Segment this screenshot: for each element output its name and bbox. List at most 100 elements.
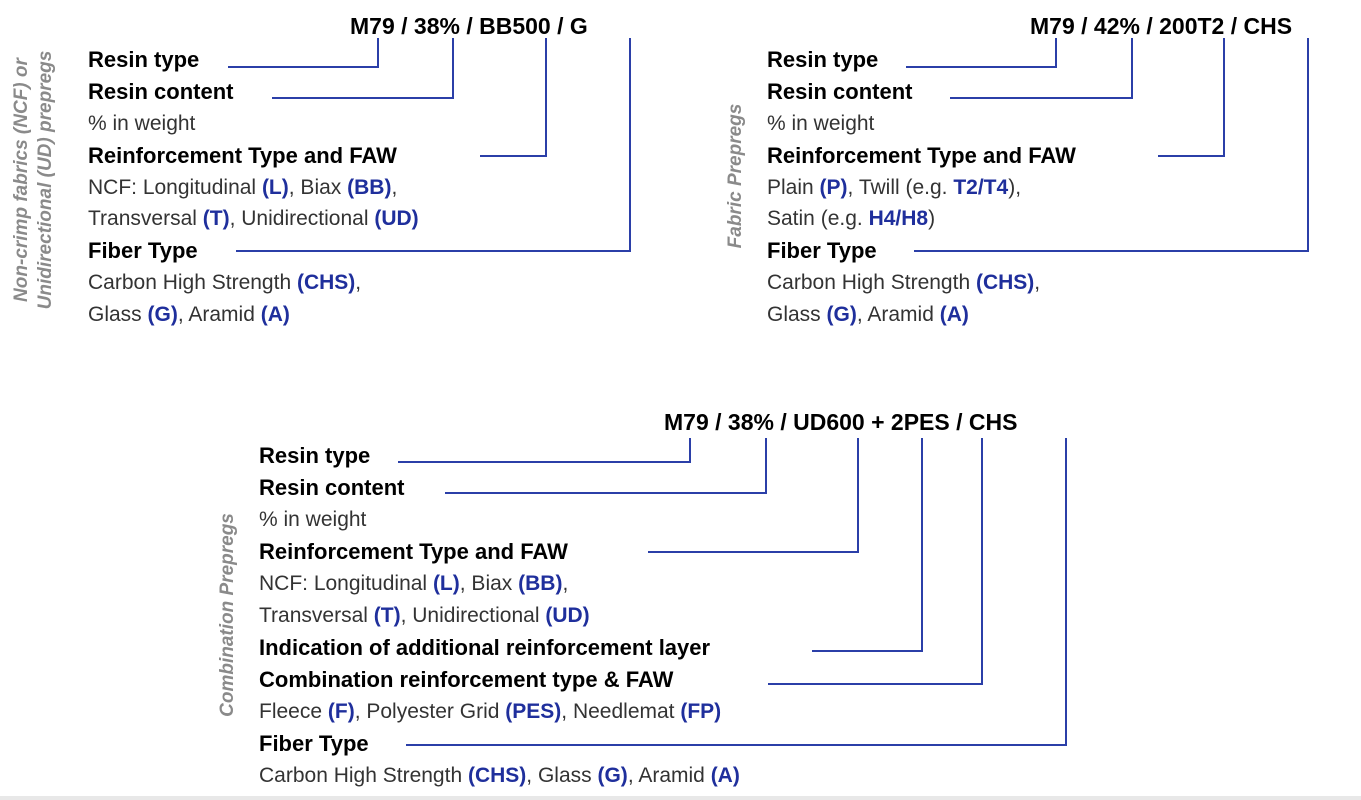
code-chs: (CHS)	[296, 271, 356, 294]
ncf-fiber-label: Fiber Type	[88, 238, 198, 263]
code-p: (P)	[819, 176, 848, 199]
bottom-divider	[0, 796, 1361, 800]
text: , Unidirectional	[400, 604, 546, 627]
code-l: (L)	[432, 572, 460, 595]
text: )	[928, 207, 936, 230]
combo-combination-connector	[768, 438, 983, 685]
fabric-resin-type-connector	[906, 38, 1057, 68]
combo-resin-type-connector	[398, 438, 691, 463]
code-pes: (PES)	[505, 700, 562, 723]
text: Carbon High Strength	[767, 271, 976, 294]
code-t: (T)	[373, 604, 401, 627]
text: Plain	[767, 176, 820, 199]
combo-code: M79 / 38% / UD600 + 2PES / CHS	[664, 409, 1018, 435]
text: ,	[355, 271, 362, 294]
ncf-resin-type-connector	[228, 38, 379, 68]
ncf-weight-text: % in weight	[88, 112, 196, 135]
text: , Twill (e.g.	[847, 176, 954, 199]
ncf-reinforcement-line1: NCF: Longitudinal (L), Biax (BB),	[88, 176, 397, 200]
fabric-fiber-label: Fiber Type	[767, 238, 877, 263]
code-bb: (BB)	[347, 176, 392, 199]
text: Transversal	[259, 604, 374, 627]
text: Carbon High Strength	[88, 271, 297, 294]
text: NCF: Longitudinal	[259, 572, 433, 595]
ncf-side-label: Non-crimp fabrics (NCF) or Unidirectiona…	[10, 15, 58, 345]
text: , Glass	[526, 764, 598, 787]
text: , Biax	[288, 176, 348, 199]
fabric-reinforcement-line1: Plain (P), Twill (e.g. T2/T4),	[767, 176, 1021, 200]
fabric-resin-type-label: Resin type	[767, 47, 879, 72]
text: Transversal	[88, 207, 203, 230]
fabric-resin-content-connector	[950, 38, 1133, 99]
fabric-reinforcement-connector	[1158, 38, 1225, 157]
text: , Aramid	[177, 303, 261, 326]
combo-resin-content-connector	[445, 438, 767, 494]
text: Glass	[88, 303, 148, 326]
ncf-side-label-line2: Unidirectional (UD) prepregs	[35, 50, 56, 310]
text: , Aramid	[856, 303, 940, 326]
text: Fleece	[259, 700, 328, 723]
fabric-fiber-line1: Carbon High Strength (CHS),	[767, 271, 1040, 295]
text: , Polyester Grid	[354, 700, 506, 723]
fabric-fiber-line2: Glass (G), Aramid (A)	[767, 303, 969, 327]
text: ,	[562, 572, 569, 595]
fabric-reinforcement-label: Reinforcement Type and FAW	[767, 143, 1076, 168]
code-f: (F)	[327, 700, 355, 723]
ncf-code: M79 / 38% / BB500 / G	[350, 13, 588, 39]
code-chs: (CHS)	[975, 271, 1035, 294]
fabric-side-label: Fabric Prepregs	[725, 103, 746, 249]
ncf-reinforcement-line2: Transversal (T), Unidirectional (UD)	[88, 207, 419, 231]
combo-weight-text: % in weight	[259, 508, 367, 531]
combo-additional-label: Indication of additional reinforcement l…	[259, 635, 711, 660]
combo-reinforcement-line2: Transversal (T), Unidirectional (UD)	[259, 604, 590, 628]
combo-fiber-connector	[406, 438, 1067, 746]
code-h4h8: H4/H8	[868, 207, 929, 230]
text: , Unidirectional	[229, 207, 375, 230]
text: Carbon High Strength	[259, 764, 468, 787]
text: Glass	[767, 303, 827, 326]
code-a: (A)	[710, 764, 740, 787]
code-g: (G)	[147, 303, 178, 326]
code-chs: (CHS)	[467, 764, 527, 787]
fabric-code: M79 / 42% / 200T2 / CHS	[1030, 13, 1293, 39]
fabric-reinforcement-line2: Satin (e.g. H4/H8)	[767, 207, 935, 231]
ncf-fiber-line2: Glass (G), Aramid (A)	[88, 303, 290, 327]
combo-fiber-line1: Carbon High Strength (CHS), Glass (G), A…	[259, 764, 740, 788]
combo-combination-label: Combination reinforcement type & FAW	[259, 667, 674, 692]
text: ),	[1008, 176, 1022, 199]
code-bb: (BB)	[518, 572, 563, 595]
code-a: (A)	[260, 303, 290, 326]
ncf-fiber-connector	[236, 38, 631, 252]
text: , Needlemat	[561, 700, 681, 723]
code-t: (T)	[202, 207, 230, 230]
code-l: (L)	[261, 176, 289, 199]
text: ,	[1034, 271, 1041, 294]
code-g: (G)	[826, 303, 857, 326]
code-g: (G)	[597, 764, 628, 787]
code-fp: (FP)	[680, 700, 722, 723]
ncf-fiber-line1: Carbon High Strength (CHS),	[88, 271, 361, 295]
ncf-reinforcement-connector	[480, 38, 547, 157]
ncf-resin-content-connector	[272, 38, 454, 99]
combo-combination-line1: Fleece (F), Polyester Grid (PES), Needle…	[259, 700, 721, 724]
combo-reinforcement-label: Reinforcement Type and FAW	[259, 539, 568, 564]
fabric-weight-text: % in weight	[767, 112, 875, 135]
text: , Aramid	[627, 764, 711, 787]
text: Satin (e.g.	[767, 207, 869, 230]
combo-resin-content-label: Resin content	[259, 475, 405, 500]
text: NCF: Longitudinal	[88, 176, 262, 199]
ncf-resin-type-label: Resin type	[88, 47, 200, 72]
code-t2t4: T2/T4	[953, 176, 1009, 199]
ncf-reinforcement-label: Reinforcement Type and FAW	[88, 143, 397, 168]
combo-reinforcement-connector	[648, 438, 859, 553]
code-a: (A)	[939, 303, 969, 326]
combo-reinforcement-line1: NCF: Longitudinal (L), Biax (BB),	[259, 572, 568, 596]
ncf-resin-content-label: Resin content	[88, 79, 234, 104]
text: , Biax	[459, 572, 519, 595]
code-ud: (UD)	[545, 604, 590, 627]
ncf-side-label-line1: Non-crimp fabrics (NCF) or	[11, 58, 32, 302]
combo-additional-connector	[812, 438, 923, 652]
fabric-fiber-connector	[914, 38, 1309, 252]
combo-resin-type-label: Resin type	[259, 443, 371, 468]
